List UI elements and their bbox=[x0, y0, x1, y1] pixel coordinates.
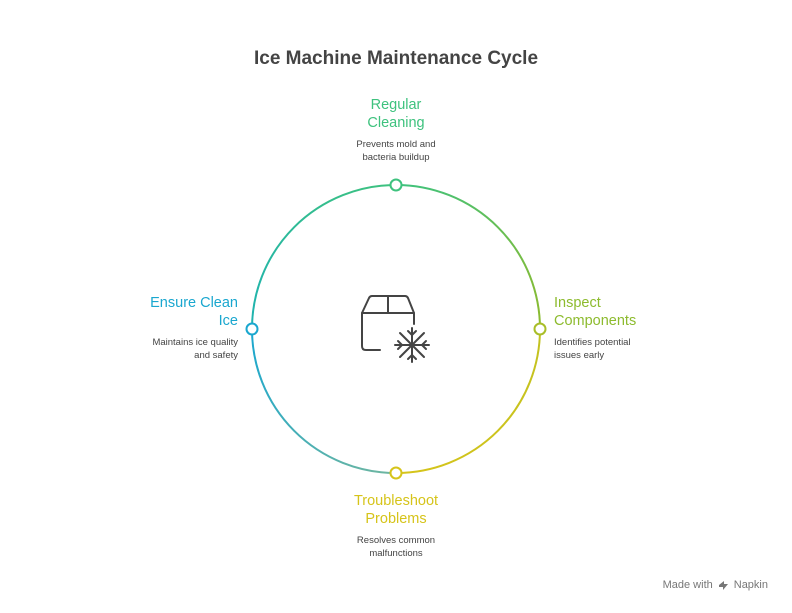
node-desc-inspect-components: Identifies potential issues early bbox=[554, 337, 631, 361]
made-with-label: Made with bbox=[662, 579, 713, 591]
snowflake-icon bbox=[394, 327, 430, 363]
node-title-troubleshoot-problems: Troubleshoot Problems bbox=[353, 493, 439, 527]
node-title-inspect-components: Inspect Components bbox=[554, 295, 637, 329]
arc-bottom-right bbox=[395, 328, 541, 474]
node-marker-left[interactable] bbox=[245, 322, 259, 336]
node-marker-top[interactable] bbox=[389, 178, 403, 192]
node-desc-ensure-clean-ice: Maintains ice quality and safety bbox=[152, 337, 238, 361]
node-title-regular-cleaning: Regular Cleaning bbox=[367, 97, 425, 131]
napkin-logo-icon bbox=[718, 580, 728, 590]
ice-machine-icon bbox=[361, 295, 430, 363]
arc-bottom-left bbox=[251, 328, 397, 474]
made-with-napkin-footer[interactable]: Made with Napkin bbox=[663, 579, 768, 591]
node-desc-troubleshoot-problems: Resolves common malfunctions bbox=[356, 535, 436, 559]
napkin-brand-label: Napkin bbox=[733, 579, 768, 591]
diagram-title: Ice Machine Maintenance Cycle bbox=[253, 48, 539, 69]
arc-top-left bbox=[251, 184, 397, 330]
node-desc-regular-cleaning: Prevents mold and bacteria buildup bbox=[356, 139, 436, 163]
arc-top-right bbox=[395, 184, 541, 330]
node-marker-right[interactable] bbox=[533, 322, 547, 336]
node-marker-bottom[interactable] bbox=[389, 466, 403, 480]
node-title-ensure-clean-ice: Ensure Clean Ice bbox=[150, 295, 238, 329]
